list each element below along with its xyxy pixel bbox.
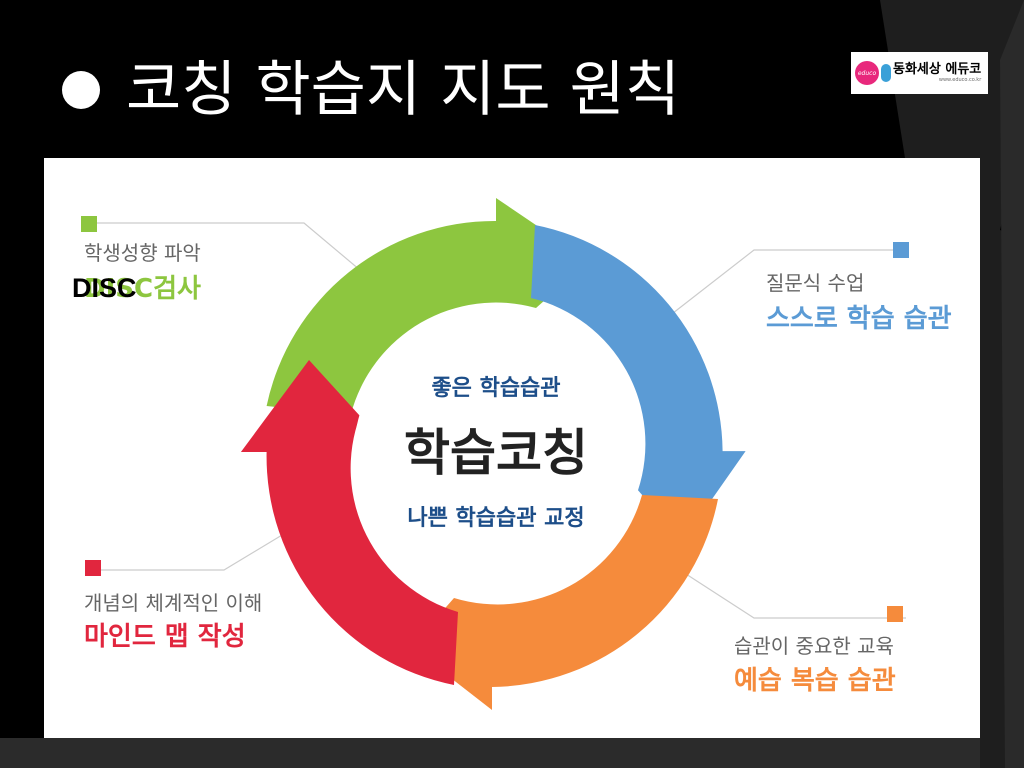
item-2-sub: 질문식 수업	[766, 271, 865, 295]
arc-blue	[531, 225, 746, 542]
disc-overlay-text: DISC	[72, 273, 137, 303]
slide-title-text: 코칭 학습지 지도 원칙	[126, 55, 681, 125]
center-circle	[354, 312, 638, 596]
leader-line-1	[89, 222, 380, 287]
arc-red	[240, 360, 458, 685]
bullet-icon	[62, 71, 100, 109]
logo-name: 동화세상 에듀코	[893, 61, 982, 77]
item-4-sub: 개념의 체계적인 이해	[84, 591, 263, 615]
center-top-label: 좋은 학습습관	[431, 376, 561, 401]
marker-blue	[893, 242, 909, 258]
marker-red	[85, 560, 101, 576]
educo-badge: educo	[855, 61, 879, 85]
item-3-sub: 습관이 중요한 교육	[734, 634, 894, 658]
center-main-label: 학습코칭	[404, 424, 588, 482]
cycle-diagram-panel: 좋은 학습습관 학습코칭 나쁜 학습습관 교정 학생성향 파악 DISC검사 질…	[44, 158, 980, 738]
item-4-main: 마인드 맵 작성	[84, 622, 246, 652]
cycle-diagram	[81, 198, 909, 710]
leader-line-3	[668, 562, 906, 619]
marker-orange	[887, 606, 903, 622]
leader-line-4	[92, 519, 308, 571]
company-logo: educo 동화세상 에듀코 www.educo.co.kr	[851, 52, 988, 94]
item-3-main: 예습 복습 습관	[734, 666, 896, 696]
leader-line-2	[640, 249, 906, 339]
logo-url: www.educo.co.kr	[938, 77, 982, 84]
item-1-sub: 학생성향 파악	[84, 241, 201, 265]
slide-title: 코칭 학습지 지도 원칙	[62, 60, 680, 120]
item-1-main: DISC검사	[84, 274, 201, 304]
center-bottom-label: 나쁜 학습습관 교정	[407, 506, 585, 531]
mascot-icon	[881, 64, 891, 82]
arc-green	[266, 198, 589, 415]
arc-orange	[411, 495, 718, 710]
marker-green	[81, 216, 97, 232]
item-2-main: 스스로 학습 습관	[766, 304, 952, 334]
